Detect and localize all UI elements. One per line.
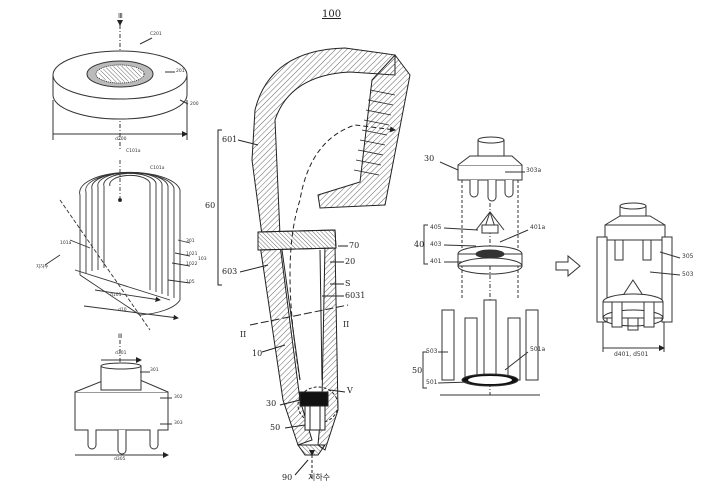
cap-part (74, 340, 172, 458)
label-groundwater: 지하수 (308, 473, 331, 482)
label-d200: d200 (115, 137, 127, 142)
label-assembled-503: 503 (682, 271, 694, 278)
label-groundwater-left: 지하수 (36, 265, 49, 270)
exploded-parts (422, 136, 540, 396)
label-103: 103 (198, 257, 207, 262)
label-10: 10 (252, 349, 263, 358)
main-assembly (217, 47, 411, 480)
label-303: 303 (174, 421, 183, 426)
label-c201: C201 (150, 32, 162, 37)
label-40: 40 (414, 240, 425, 249)
label-60: 60 (205, 201, 216, 210)
label-90: 90 (282, 473, 293, 482)
label-d10: d10 (118, 308, 127, 313)
label-part-50: 50 (412, 366, 423, 375)
figure-number: 100 (322, 9, 342, 20)
label-401: 401 (430, 258, 442, 265)
label-c101a: C101a (150, 166, 165, 171)
label-405: 405 (430, 224, 442, 231)
axis-label-bottom: Ⅲ (118, 333, 123, 340)
layered-cylinder (44, 160, 191, 331)
label-c101a-axis: C101a (126, 149, 141, 154)
label-cap-301: 301 (150, 368, 159, 373)
label-d305: d305 (114, 457, 126, 462)
label-101a: 101a (60, 241, 72, 246)
label-section-ii-right: II (343, 320, 350, 329)
label-305: 305 (682, 253, 694, 260)
label-501: 501 (426, 379, 438, 386)
label-6031: 6031 (345, 291, 366, 300)
label-302: 302 (174, 395, 183, 400)
assembled-view (596, 202, 681, 352)
label-201: 201 (176, 69, 185, 74)
transition-arrow (555, 254, 581, 278)
label-301: 301 (186, 239, 195, 244)
label-303a: 303a (526, 167, 542, 174)
label-v: V (347, 386, 353, 395)
label-s: S (345, 279, 351, 288)
label-1021: 1021 (186, 252, 198, 257)
label-200: 200 (190, 102, 199, 107)
label-30: 30 (266, 399, 277, 408)
label-d401-d501: d401, d501 (614, 351, 649, 358)
label-d301: d301 (115, 351, 127, 356)
label-1022: 1022 (186, 262, 198, 267)
label-50: 50 (270, 423, 281, 432)
disc-200 (52, 20, 189, 150)
label-501a: 501a (530, 346, 546, 353)
label-603: 603 (222, 267, 238, 276)
label-70: 70 (349, 241, 360, 250)
label-section-ii-left: II (240, 330, 247, 339)
label-403: 403 (430, 241, 442, 248)
label-d101: d101 (110, 293, 122, 298)
label-105: 105 (186, 280, 195, 285)
label-401a: 401a (530, 224, 546, 231)
label-part-30: 30 (424, 154, 435, 163)
label-503: 503 (426, 348, 438, 355)
axis-label-top: Ⅲ (118, 12, 123, 20)
label-601: 601 (222, 135, 238, 144)
label-20: 20 (345, 257, 356, 266)
